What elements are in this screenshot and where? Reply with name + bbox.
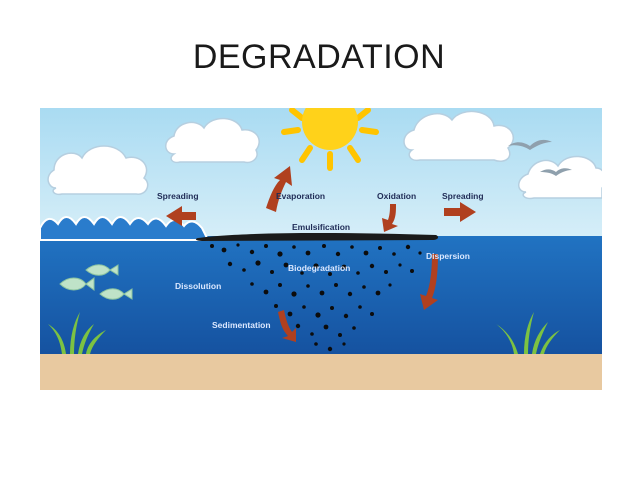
label-spreading-right: Spreading — [442, 191, 484, 201]
slide-title: DEGRADATION — [0, 38, 638, 77]
diagram-illustration — [40, 108, 602, 390]
label-biodegradation: Biodegradation — [288, 263, 350, 273]
label-sedimentation: Sedimentation — [212, 320, 271, 330]
label-dissolution: Dissolution — [175, 281, 221, 291]
label-oxidation: Oxidation — [377, 191, 416, 201]
label-evaporation: Evaporation — [276, 191, 325, 201]
label-dispersion: Dispersion — [426, 251, 470, 261]
label-spreading-left: Spreading — [157, 191, 199, 201]
seabed-sand — [40, 354, 602, 390]
label-emulsification: Emulsification — [292, 222, 350, 232]
degradation-diagram: Spreading Evaporation Oxidation Spreadin… — [40, 108, 602, 390]
